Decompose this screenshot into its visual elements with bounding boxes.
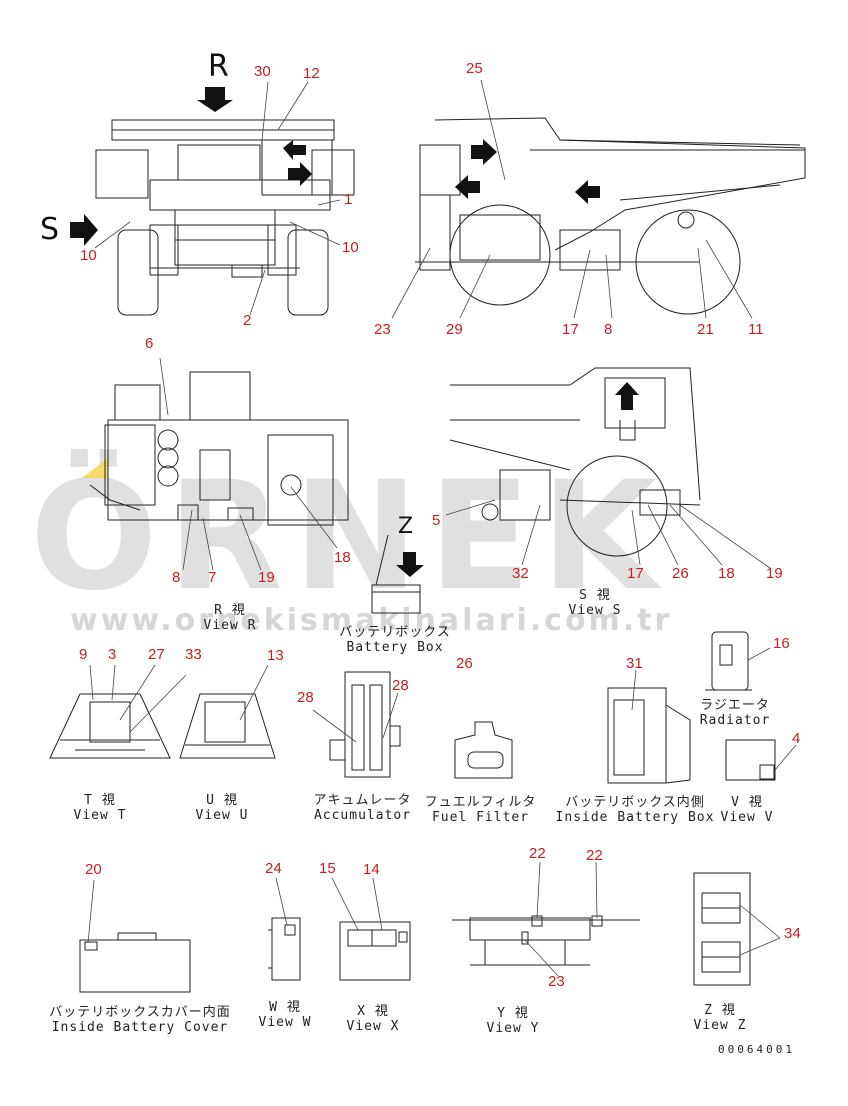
view-r-drawing (89, 371, 349, 526)
callout: 1 (344, 191, 353, 208)
callout: 28 (297, 689, 314, 706)
callout: 16 (773, 635, 790, 652)
drawing-number: 00064001 (718, 1043, 795, 1056)
callout: 10 (80, 247, 97, 264)
callout: 9 (79, 646, 88, 663)
callout: 30 (254, 63, 271, 80)
view-letter-s: S (40, 212, 60, 247)
view-w-drawing (268, 917, 301, 981)
callout: 8 (604, 321, 613, 338)
callout: 19 (258, 569, 275, 586)
callout: 11 (748, 321, 764, 338)
view-t-drawing (49, 693, 171, 759)
callout: 17 (627, 565, 644, 582)
callout: 17 (562, 321, 579, 338)
view-y-drawing (452, 915, 640, 966)
callout: 28 (392, 677, 409, 694)
callout: 32 (512, 565, 529, 582)
callout: 21 (697, 321, 714, 338)
view-letter-z: Z (398, 514, 414, 539)
watermark-url: www.ornekismakinalari.com.tr (70, 603, 673, 638)
callout: 18 (334, 549, 351, 566)
callout: 34 (784, 925, 801, 942)
view-u-drawing (179, 693, 276, 759)
view-z-drawing (693, 872, 751, 986)
callout: 14 (363, 861, 380, 878)
callout: 26 (672, 565, 689, 582)
callout: 26 (456, 655, 473, 672)
callout: 22 (529, 845, 546, 862)
callout: 25 (466, 60, 483, 77)
callout: 23 (548, 973, 565, 990)
fuel-filter-drawing (454, 721, 513, 779)
callout: 3 (108, 646, 117, 663)
callout: 23 (374, 321, 391, 338)
callout: 15 (319, 860, 336, 877)
callout: 12 (303, 65, 320, 82)
battery-box-drawing (371, 534, 421, 614)
callout: 29 (446, 321, 463, 338)
callout: 8 (172, 569, 181, 586)
callout: 18 (718, 565, 735, 582)
callout: 20 (85, 861, 102, 878)
callout: 13 (267, 647, 284, 664)
accumulator-drawing (329, 671, 401, 778)
battery-cover-drawing (79, 932, 191, 993)
callout: 27 (148, 646, 165, 663)
view-letter-r: R (208, 49, 229, 84)
truck-rear-view (95, 119, 355, 316)
callout: 24 (265, 860, 282, 877)
callout: 22 (586, 847, 603, 864)
callout: 5 (432, 512, 441, 529)
radiator-drawing (705, 631, 752, 691)
watermark-logo: ÖRNEK (30, 450, 668, 624)
direction-arrows (70, 87, 639, 577)
callout: 7 (208, 569, 217, 586)
view-v-drawing (725, 739, 776, 781)
callout: 31 (626, 655, 643, 672)
view-s-drawing (449, 367, 701, 557)
callout: 10 (342, 239, 359, 256)
view-x-drawing (339, 921, 411, 981)
callout: 19 (766, 565, 783, 582)
callout: 6 (145, 335, 154, 352)
inside-battery-box-drawing (607, 687, 691, 784)
callout: 4 (792, 730, 801, 747)
truck-side-view (415, 117, 806, 315)
callout: 2 (243, 312, 252, 329)
callout: 33 (185, 646, 202, 663)
